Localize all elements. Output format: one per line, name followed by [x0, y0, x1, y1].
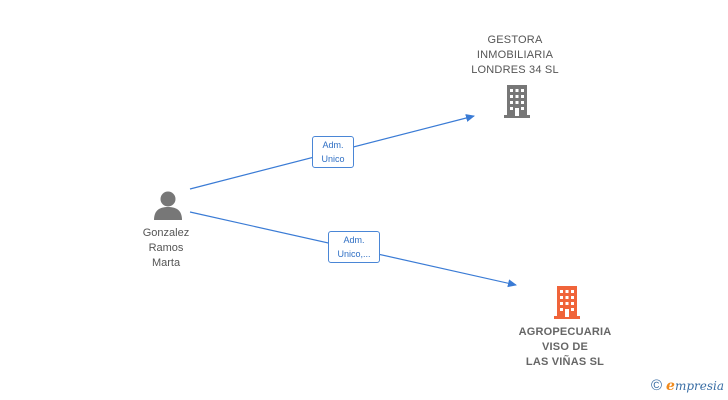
- company-top-label[interactable]: GESTORA INMOBILIARIA LONDRES 34 SL: [471, 34, 559, 76]
- copyright-icon: ©: [650, 377, 663, 394]
- person-icon[interactable]: [152, 190, 184, 220]
- brand-logo: empresia: [666, 377, 724, 394]
- person-label[interactable]: Gonzalez Ramos Marta: [142, 227, 190, 269]
- company-bottom-label[interactable]: AGROPECUARIA VISO DE LAS VIÑAS SL: [518, 326, 612, 368]
- building-icon[interactable]: [502, 84, 532, 118]
- building-icon[interactable]: [552, 285, 582, 319]
- watermark: © empresia: [651, 377, 724, 394]
- edge-label-top[interactable]: Adm. Unico: [312, 136, 354, 168]
- edge-label-bottom[interactable]: Adm. Unico,...: [328, 231, 380, 263]
